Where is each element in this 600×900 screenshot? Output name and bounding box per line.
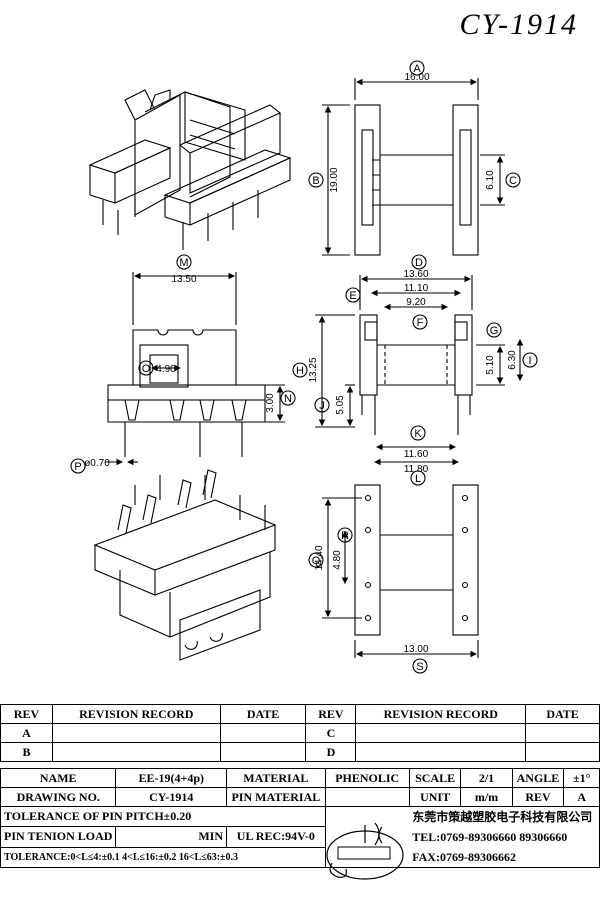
dimension-markers [70,60,538,674]
material-value: PHENOLIC [324,768,410,788]
dim-R: 4.80 [332,550,343,570]
isometric-view-bottom [93,469,277,661]
dim-L: 11.80 [404,464,429,475]
drawing-no-value: CY-1914 [115,787,228,807]
dim-I: 6.30 [507,350,518,370]
angle-label: ANGLE [511,768,565,788]
pin-tension-label: PIN TENION LOAD [0,826,117,848]
company-name: 东莞市策越塑胶电子科技有限公司 [412,810,593,824]
record-cell [51,723,221,743]
record-cell [355,742,527,762]
marker-K: K [414,428,422,440]
rev-label: REV [511,787,565,807]
drawing-title: CY-1914 [459,8,578,41]
title-block: NAME EE-19(4+4p) MATERIAL PHENOLIC SCALE… [0,768,600,869]
scale-value: 2/1 [460,768,513,788]
marker-D: D [415,257,423,269]
technical-drawing: A B C D E F G I H J K L M N O P Q R S 16… [70,60,538,674]
top-view-bottom [322,484,479,658]
marker-O: O [142,363,151,375]
unit-label: UNIT [408,787,462,807]
name-label: NAME [0,768,117,788]
unit-value: m/m [460,787,513,807]
company-tel: TEL:0769-89306660 89306660 [412,830,568,844]
section-view [315,275,524,466]
dim-K: 11.60 [404,449,429,460]
drawing-no-label: DRAWING NO. [0,787,117,807]
revision-record-header-1: REVISION RECORD [51,704,221,724]
dim-C: 6.10 [485,170,496,190]
dim-M: 13.50 [171,274,196,285]
dim-A: 16.00 [404,72,429,83]
record-cell [355,723,527,743]
company-logo [326,822,404,880]
marker-P: P [74,461,81,473]
date-header-1: DATE [219,704,307,724]
date-cell [525,723,600,743]
marker-M: M [179,257,188,269]
date-cell [219,723,307,743]
rev-cell: A [0,723,53,743]
company-cell: 东莞市策越塑胶电子科技有限公司 TEL:0769-89306660 893066… [409,806,600,868]
dim-J: 5.05 [335,395,346,415]
marker-J: J [319,400,325,412]
marker-I: I [528,355,531,367]
rev-cell: D [305,742,357,762]
isometric-view-top [88,89,292,250]
pin-material-label: PIN MATERIAL [226,787,326,807]
scale-label: SCALE [408,768,462,788]
marker-G: G [490,325,499,337]
date-header-2: DATE [525,704,600,724]
date-cell [525,742,600,762]
marker-F: F [417,317,424,329]
side-view-top [322,78,505,256]
marker-Q: Q [312,555,321,567]
marker-C: C [509,175,517,187]
dim-G: 5.10 [485,355,496,375]
revision-record-header-2: REVISION RECORD [355,704,527,724]
rev-header-1: REV [0,704,53,724]
rev-cell: B [0,742,53,762]
dim-P: ø0.70 [84,458,110,469]
marker-S: S [416,661,423,673]
dim-N: 3.00 [265,393,276,413]
tolerance-note: TOLERANCE:0<L≤4:±0.1 4<L≤16:±0.2 16<L≤63… [0,846,326,869]
marker-L: L [415,473,421,485]
record-cell [51,742,221,762]
dim-S: 13.00 [403,644,428,655]
marker-A: A [413,63,421,75]
marker-R: R [341,530,349,542]
front-view [105,272,285,466]
dim-E: 11.10 [404,283,429,294]
marker-H: H [296,365,304,377]
dim-O: 4.90 [156,364,176,375]
name-value: EE-19(4+4p) [115,768,228,788]
material-label: MATERIAL [226,768,326,788]
marker-B: B [312,175,319,187]
dim-B: 19.00 [329,167,340,192]
rev-header-2: REV [305,704,357,724]
table-row: B D [0,742,600,762]
ul-rec: UL REC:94V-0 [226,826,326,848]
company-fax: FAX:0769-89306662 [412,850,516,864]
pin-material-value [324,787,410,807]
rev-value: A [563,787,600,807]
revision-table: REV REVISION RECORD DATE REV REVISION RE… [0,704,600,762]
dim-F: 9.20 [406,297,426,308]
table-row: A C [0,723,600,743]
dim-H: 13.25 [308,357,319,382]
date-cell [219,742,307,762]
marker-N: N [284,393,292,405]
marker-E: E [349,290,356,302]
min-label: MIN [115,826,228,848]
angle-value: ±1° [563,768,600,788]
rev-cell: C [305,723,357,743]
pitch-tolerance: TOLERANCE OF PIN PITCH±0.20 [0,805,326,828]
dim-Q: 14.40 [314,545,325,570]
dim-D: 13.60 [403,269,428,280]
